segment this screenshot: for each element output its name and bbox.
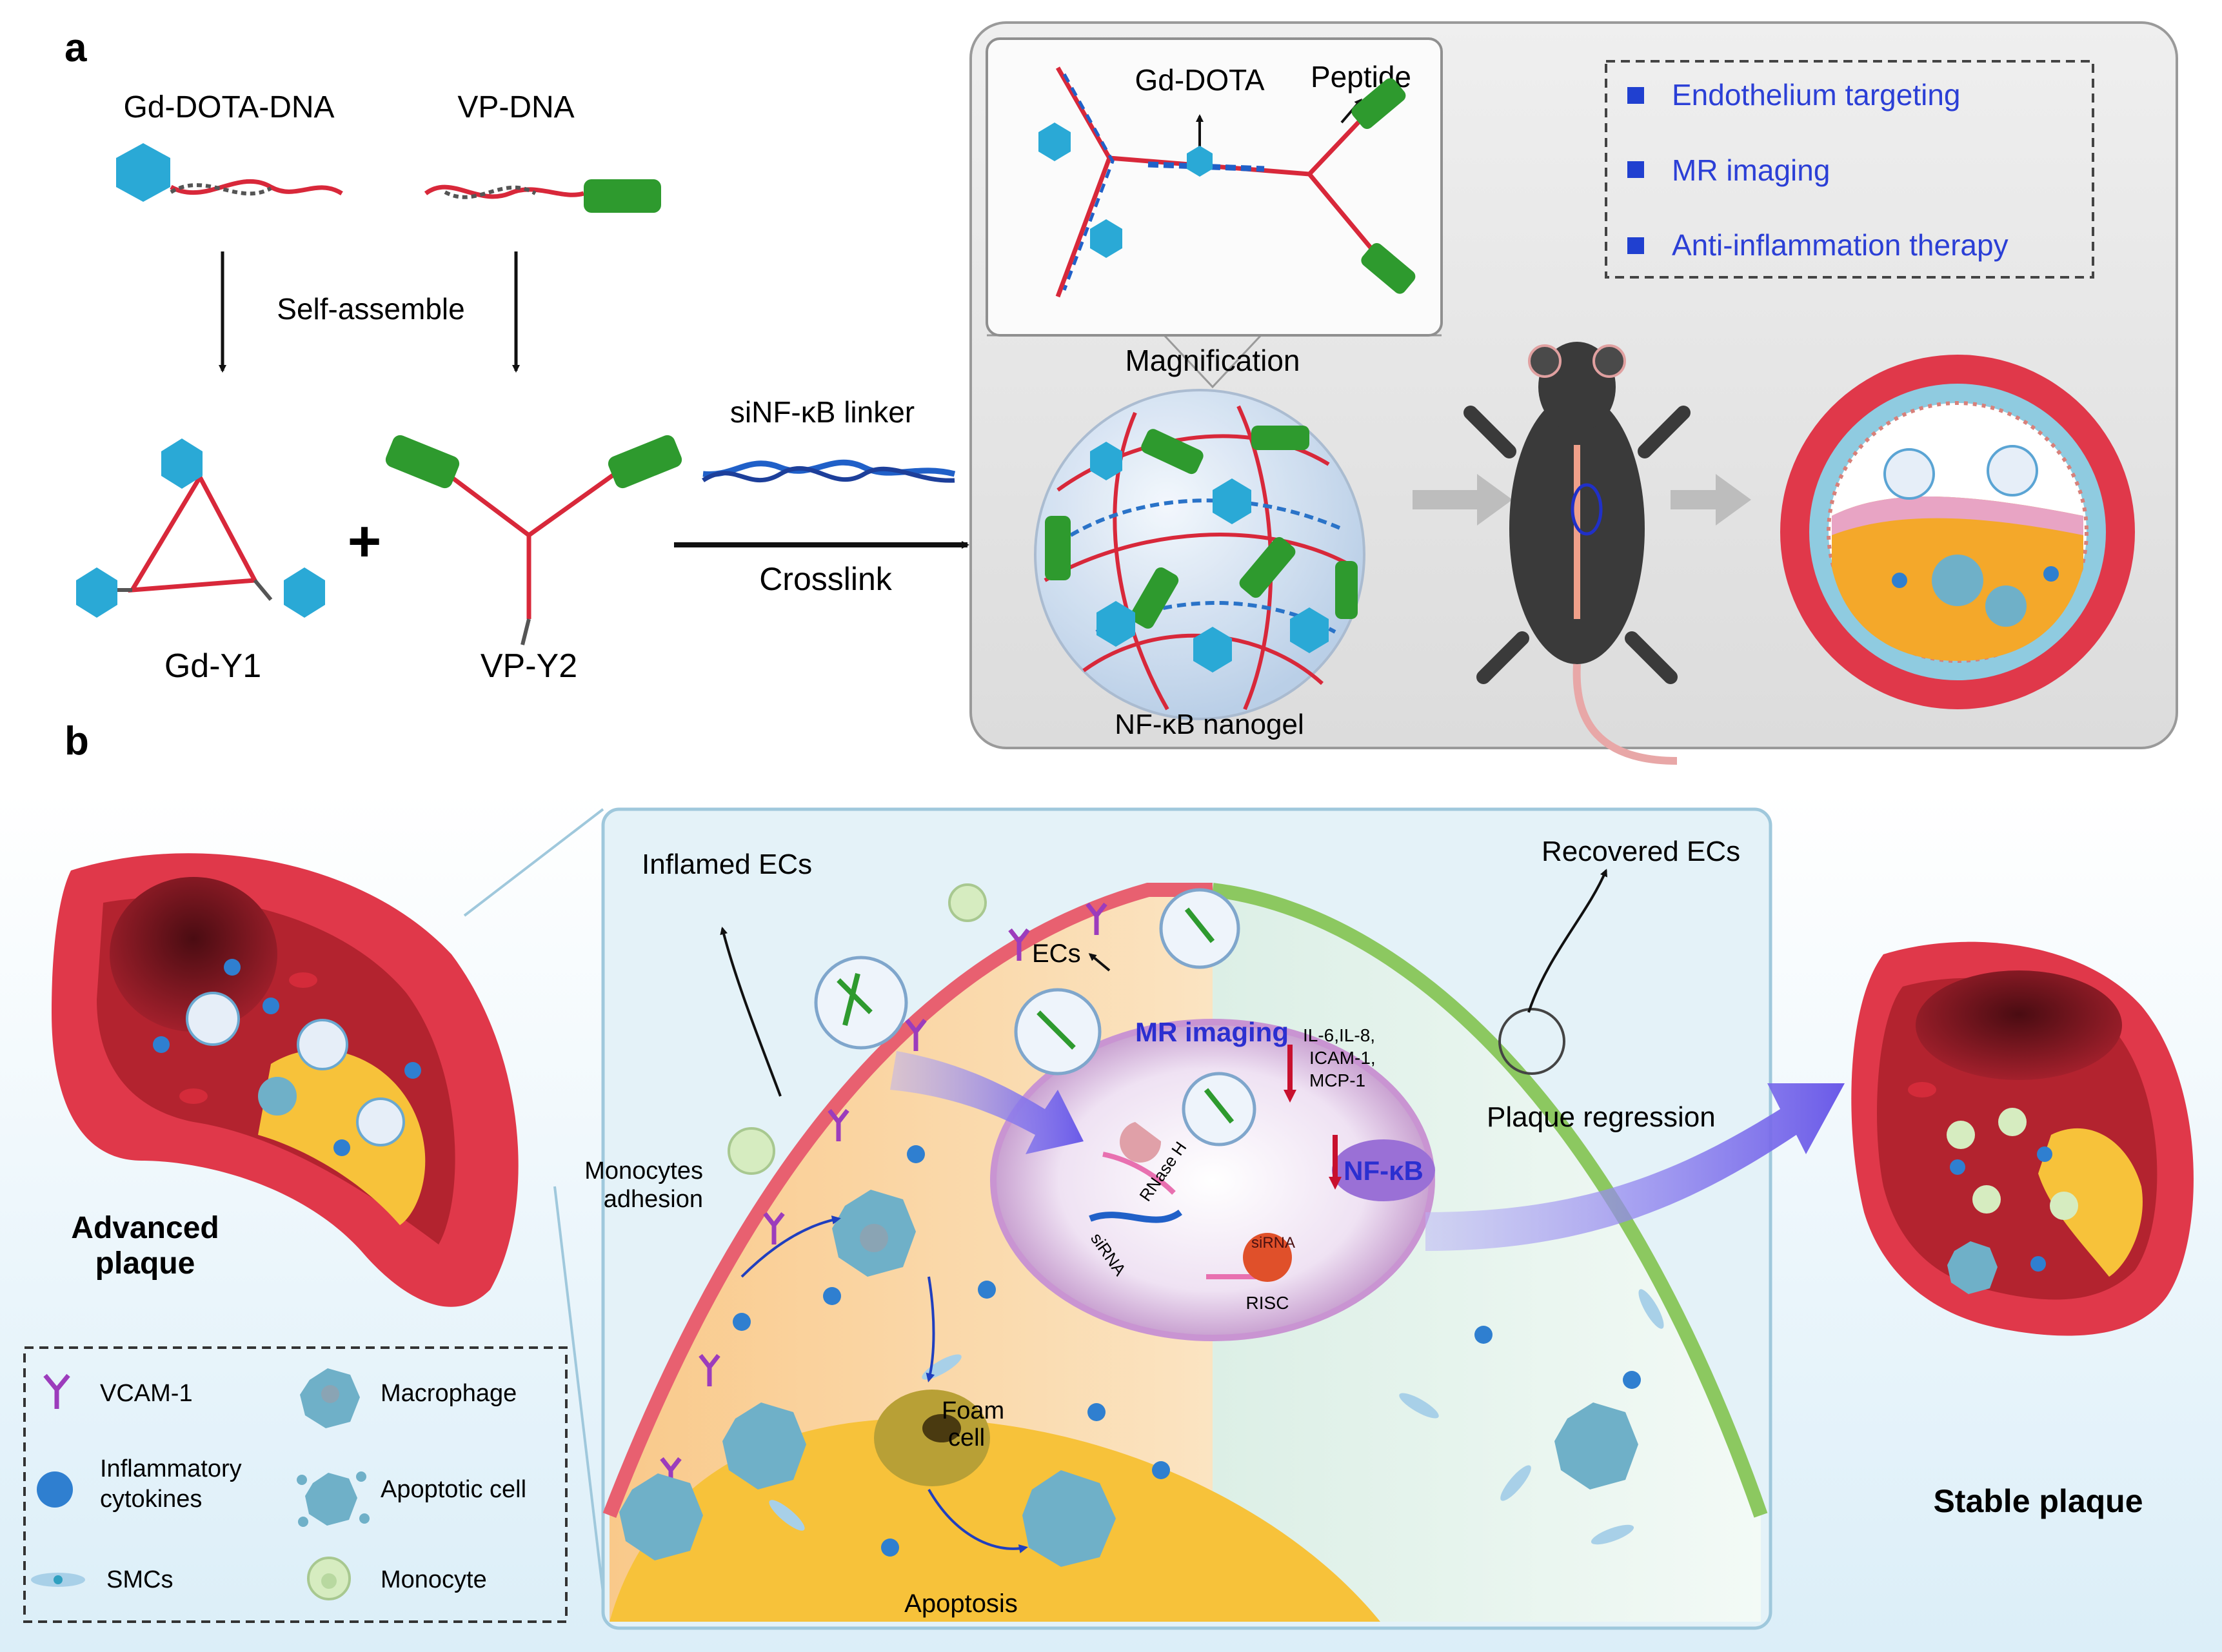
legend-cytokines-label-2: cytokines [100,1486,202,1513]
monocyte-icon [307,1557,351,1600]
feature-mr-imaging: MR imaging [1672,153,1830,187]
stable-plaque-label: Stable plaque [1933,1483,2143,1519]
nanogel-label: NF-κB nanogel [1115,709,1304,740]
cytokine-line-3: MCP-1 [1309,1070,1365,1090]
purple-arrow-entry [890,1051,1084,1154]
gray-arrow-1 [1413,474,1513,526]
cytokine-line-1: IL-6,IL-8, [1303,1025,1375,1045]
nanogel-icon [1034,389,1365,720]
cytokine-line-2: ICAM-1, [1309,1048,1376,1068]
feature-endothelium-targeting: Endothelium targeting [1672,78,1961,112]
advanced-plaque-label-2: plaque [95,1246,195,1281]
vp-y2-label: VP-Y2 [481,647,577,685]
vp-y2-structure [385,435,682,645]
gd-dota-dna-label: Gd-DOTA-DNA [123,90,334,124]
gd-dota-label: Gd-DOTA [1135,63,1264,97]
cell-scene [602,869,1768,1622]
advanced-plaque-label-1: Advanced [71,1211,219,1245]
vcam-icon [43,1373,70,1409]
linker-label: siNF-κB linker [730,395,915,429]
feature-bullet-3 [1627,237,1644,254]
apoptosis-label: Apoptosis [904,1589,1018,1618]
zoom-line-bottom [553,1186,604,1593]
crosslink-label: Crosslink [759,561,893,597]
vessel-cross-section [1780,355,2135,709]
sinfkb-linker-icon [702,459,956,483]
foam-cell-label-1: Foam [942,1397,1004,1424]
gd-dota-dna-strand [116,143,343,202]
apoptotic-cell-icon [297,1471,370,1527]
feature-list-box [1605,60,2094,279]
mouse-icon [1463,342,1691,765]
crosslinked-dna-detail [1038,66,1416,298]
mr-imaging-label: MR imaging [1135,1017,1289,1047]
legend-apoptotic-label: Apoptotic cell [381,1476,526,1503]
gd-y1-label: Gd-Y1 [164,647,261,685]
feature-anti-inflammation: Anti-inflammation therapy [1672,228,2009,262]
vp-dna-label: VP-DNA [457,90,574,124]
legend: VCAM-1 Macrophage Inflammatory cytokines… [23,1346,568,1623]
feature-bullet-2 [1627,161,1644,178]
feature-bullet-1 [1627,87,1644,104]
magnification-label: Magnification [1125,344,1300,377]
legend-box [23,1346,568,1623]
panel-b-letter: b [64,719,89,763]
self-assemble-label: Self-assemble [277,292,464,326]
zoom-line-top [463,808,604,917]
legend-vcam-label: VCAM-1 [100,1380,193,1407]
legend-cytokines-label-1: Inflammatory [100,1455,242,1482]
panel-b: b Advanced plaque [0,719,2222,1652]
nfkb-label: NF-κB [1344,1155,1423,1186]
legend-monocyte-label: Monocyte [381,1566,487,1593]
foam-cell-label-2: cell [948,1424,985,1451]
panel-a-letter: a [64,26,87,70]
gd-y1-structure [76,438,325,618]
legend-smcs-label: SMCs [106,1566,173,1593]
macrophage-icon [300,1368,360,1428]
legend-macrophage-label: Macrophage [381,1380,517,1407]
stable-plaque-vessel [1851,941,2194,1336]
monocytes-adhesion-label-2: adhesion [604,1186,703,1213]
panel-a: a Gd-DOTA-DNA VP-DNA Self-assemble Gd-Y1… [64,21,2178,765]
advanced-plaque-vessel [52,853,519,1307]
plaque-regression-label: Plaque regression [1487,1101,1716,1133]
recovered-ecs-label: Recovered ECs [1542,836,1740,867]
smc-icon [31,1573,85,1587]
ecs-label: ECs [1032,939,1081,968]
risc-label: RISC [1246,1293,1289,1313]
gray-arrow-2 [1671,474,1751,526]
plus-sign: + [348,509,382,574]
magnification-box [986,37,1443,337]
cytokine-icon [37,1471,73,1508]
monocytes-adhesion-label-1: Monocytes [584,1157,703,1185]
inflamed-ecs-label: Inflamed ECs [642,849,812,880]
sirna-risc-label: siRNA [1251,1234,1295,1252]
purple-arrow-regression [1425,1083,1845,1251]
vp-dna-strand [424,179,661,213]
